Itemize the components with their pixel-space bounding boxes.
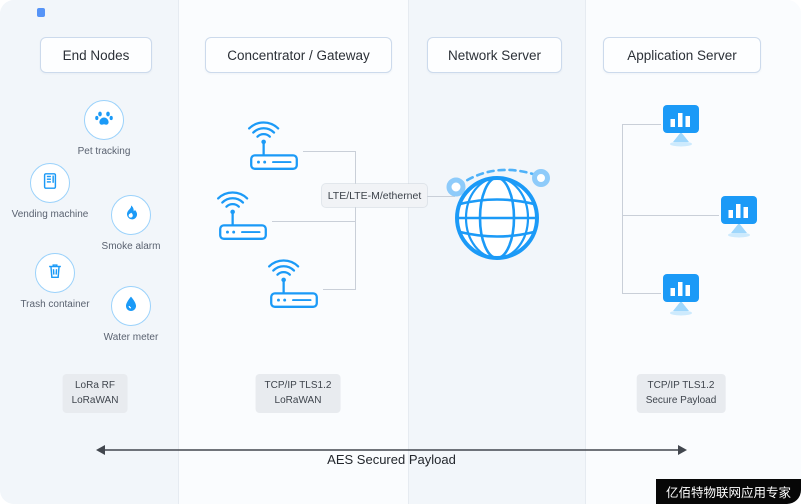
water-drop-icon [122,295,140,318]
header-gateway: Concentrator / Gateway [205,37,392,73]
globe-icon [440,156,558,273]
end-node-label: Water meter [103,332,159,343]
connector-line [622,293,661,294]
gateway-router-icon [245,116,303,179]
aes-arrow-label: AES Secured Payload [327,452,456,467]
protocol-box-tcpip-secure: TCP/IP TLS1.2 Secure Payload [636,374,726,413]
protocol-line: LoRaWAN [71,394,119,406]
connector-line [622,124,661,125]
vending-machine-icon [41,172,59,195]
connector-line [272,221,355,222]
end-node-trash-container: Trash container [15,253,95,310]
trash-icon-circle [35,253,75,293]
end-node-pet-tracking: Pet tracking [64,100,144,157]
connector-line [622,124,623,293]
app-server-monitor-icon [661,272,701,321]
column-gateway [178,0,409,504]
end-node-vending-machine: Vending machine [10,163,90,220]
header-network-server: Network Server [427,37,562,73]
connector-line [323,289,355,290]
connector-line [303,151,355,152]
protocol-line: TCP/IP TLS1.2 [647,380,715,391]
paw-icon [94,108,114,133]
water-drop-icon-circle [111,286,151,326]
column-end-nodes [0,0,178,504]
header-end-nodes: End Nodes [40,37,152,73]
gateway-router-icon [214,186,272,249]
link-label-lte: LTE/LTE-M/ethernet [322,184,427,207]
header-application-server: Application Server [603,37,761,73]
end-node-smoke-alarm: Smoke alarm [91,195,171,252]
watermark-banner: 亿佰特物联网应用专家 [655,479,801,504]
protocol-line: TCP/IP TLS1.2 [264,380,332,391]
connector-line [355,151,356,290]
app-server-monitor-icon [719,194,759,243]
flame-icon [122,204,140,227]
protocol-box-lora: LoRa RF LoRaWAN [62,374,128,413]
connector-line [622,215,719,216]
corner-logo [37,8,45,17]
protocol-line: LoRaWAN [274,394,322,406]
app-server-monitor-icon [661,103,701,152]
protocol-line: Secure Payload [645,394,717,406]
end-node-label: Smoke alarm [101,241,161,252]
vending-machine-circle [30,163,70,203]
end-node-label: Vending machine [11,209,89,220]
protocol-box-tcpip-lorawan: TCP/IP TLS1.2 LoRaWAN [255,374,341,413]
gateway-router-icon [265,254,323,317]
protocol-line: LoRa RF [74,380,115,391]
end-node-label: Trash container [20,299,90,310]
trash-icon [46,262,64,285]
aes-arrow [95,443,688,462]
smoke-alarm-circle [111,195,151,235]
column-application-server [585,0,801,504]
end-node-water-meter: Water meter [91,286,171,343]
pet-tracking-circle [84,100,124,140]
end-node-label: Pet tracking [77,146,131,157]
